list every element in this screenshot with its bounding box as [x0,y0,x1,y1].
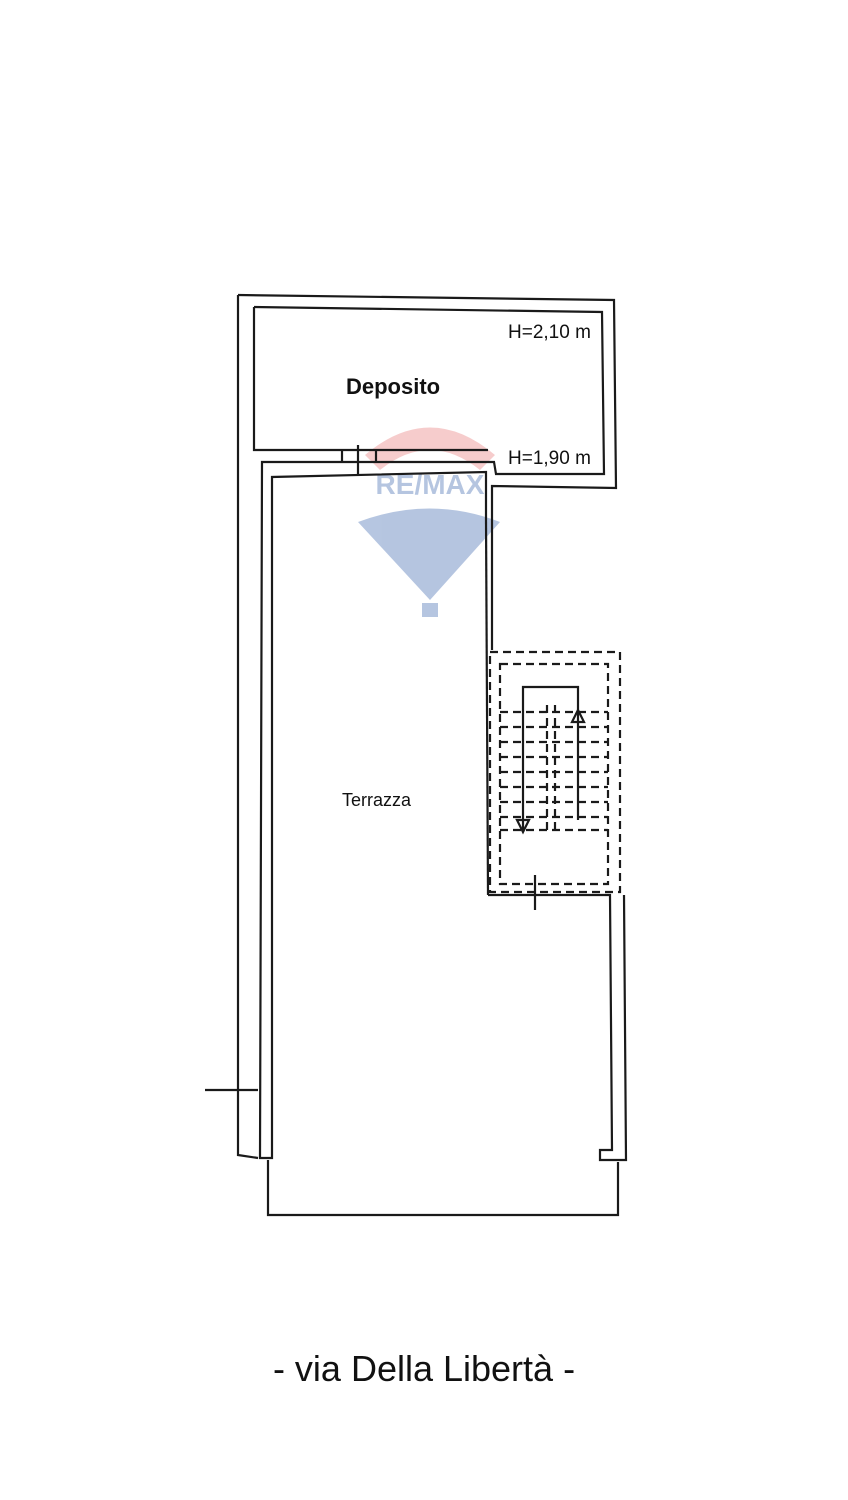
walls [205,293,628,1217]
street-label: - via Della Libertà - [272,1348,576,1389]
stairs [488,650,622,894]
room-label-deposito: Deposito [346,374,441,399]
remax-watermark-logo: RE/MAX [358,427,500,617]
room-label-terrazza: Terrazza [342,790,412,810]
height-label-upper: H=2,10 m [508,322,591,343]
height-label-lower: H=1,90 m [508,448,591,469]
stair-direction-arrows [515,685,586,910]
